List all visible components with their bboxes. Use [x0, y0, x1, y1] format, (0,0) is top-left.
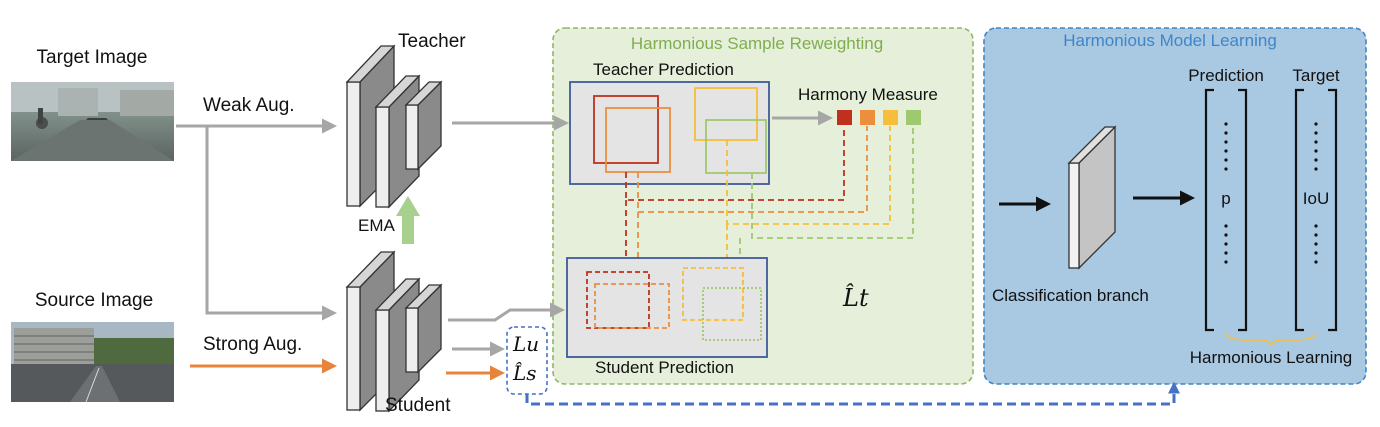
- loss-t-label: L̂t: [843, 284, 869, 312]
- ema-arrow: [396, 196, 420, 244]
- target-dots: [1314, 122, 1318, 264]
- model-learning-title: Harmonious Model Learning: [1063, 31, 1277, 50]
- sample-reweighting-title: Harmonious Sample Reweighting: [630, 34, 884, 53]
- harmonious-learning-brace: [1225, 332, 1317, 347]
- target-label: Target: [1292, 66, 1340, 85]
- student-prediction-label: Student Prediction: [595, 358, 734, 377]
- teacher-boxes: [593, 87, 767, 174]
- target-bracket: [1294, 88, 1338, 332]
- student-output-arrows: [446, 302, 565, 381]
- weak-aug-label: Weak Aug.: [203, 95, 295, 116]
- classification-branch-block: [1067, 125, 1117, 270]
- harmony-measure-label: Harmony Measure: [798, 85, 938, 104]
- strong-aug-label: Strong Aug.: [203, 334, 303, 355]
- feedback-arrow: [525, 381, 1180, 406]
- teacher-label: Teacher: [398, 31, 466, 52]
- source-image: [11, 322, 174, 403]
- target-image: [11, 82, 174, 161]
- loss-s-label: L̂s: [513, 361, 537, 385]
- teacher-prediction-label: Teacher Prediction: [593, 60, 734, 79]
- classification-branch-label: Classification branch: [992, 286, 1149, 305]
- ema-label: EMA: [358, 216, 395, 235]
- student-boxes: [586, 267, 762, 341]
- source-image-label: Source Image: [34, 290, 154, 311]
- teacher-network: [345, 44, 443, 209]
- loss-u-label: Lu: [513, 332, 540, 356]
- p-label: p: [1221, 189, 1231, 208]
- student-network: [345, 250, 443, 413]
- harmony-squares: [837, 110, 921, 125]
- classification-arrows: [999, 190, 1195, 212]
- target-to-student-arrow: [205, 126, 337, 321]
- target-image-label: Target Image: [36, 47, 148, 68]
- prediction-label: Prediction: [1188, 66, 1264, 85]
- iou-label: IoU: [1302, 189, 1330, 208]
- prediction-bracket: [1204, 88, 1248, 332]
- student-label: Student: [385, 395, 451, 416]
- prediction-dots: [1224, 122, 1228, 264]
- harmonious-learning-label: Harmonious Learning: [1189, 348, 1353, 367]
